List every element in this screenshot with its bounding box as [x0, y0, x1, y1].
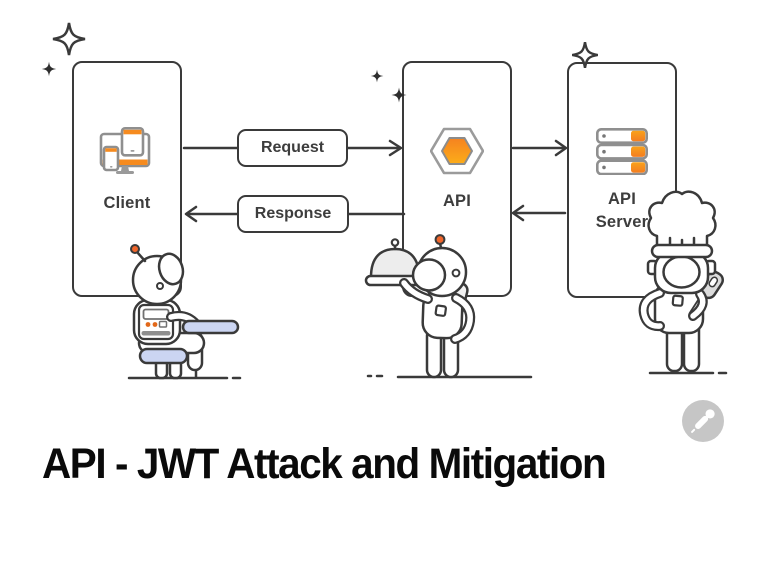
server-rack-icon	[596, 128, 648, 175]
chef-hat-icon	[647, 190, 717, 249]
arrowhead-right-icon	[388, 139, 403, 157]
sparkle-outline-icon	[51, 21, 87, 57]
response-label: Response	[254, 205, 332, 222]
request-pill: Request	[237, 129, 348, 167]
node-client: Client	[72, 61, 182, 297]
robot-waiter-with-cloche	[364, 234, 476, 379]
client-devices-icon	[99, 127, 151, 174]
robot-chef-with-spatula	[638, 190, 724, 373]
sparkle-filled-icon	[370, 69, 384, 83]
postman-watermark	[682, 400, 724, 442]
sparkle-filled-icon	[391, 87, 407, 103]
arrowhead-left-icon	[184, 205, 198, 223]
client-label: Client	[103, 194, 151, 212]
postman-logo-icon	[691, 409, 715, 433]
api-server-label: API Server	[595, 190, 649, 232]
api-label: API	[442, 192, 472, 210]
serving-cloche-icon	[369, 247, 421, 279]
robot-sitting-at-desk	[130, 244, 240, 380]
sparkle-filled-icon	[41, 61, 57, 77]
page-title: API - JWT Attack and Mitigation	[42, 440, 607, 488]
arrowhead-right-icon	[554, 139, 568, 157]
sparkle-stars	[41, 21, 599, 103]
arrowhead-left-icon	[511, 204, 525, 222]
flow-arrows	[182, 139, 568, 223]
api-hexagon-icon	[430, 127, 484, 175]
sparkle-outline-icon	[571, 41, 599, 70]
response-pill: Response	[237, 195, 349, 233]
request-label: Request	[260, 139, 325, 156]
